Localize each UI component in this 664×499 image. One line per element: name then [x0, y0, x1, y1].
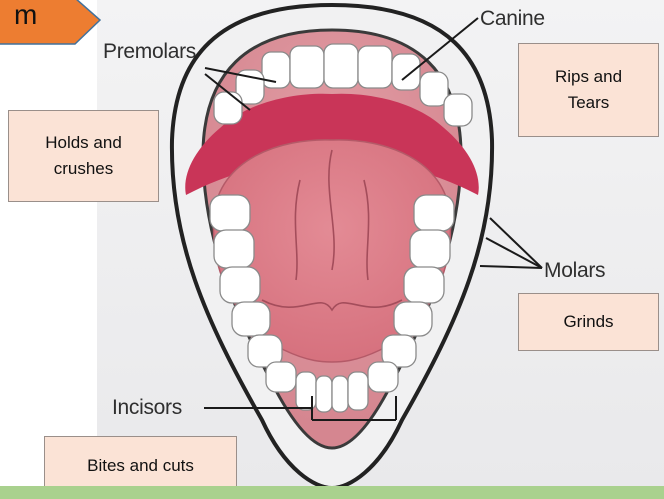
callout-bites-text: Bites and cuts — [87, 453, 194, 479]
footer-strip — [0, 486, 664, 499]
callout-grinds: Grinds — [518, 293, 659, 351]
callout-holds-text: Holds and crushes — [45, 130, 122, 182]
title-banner-text: m — [14, 0, 37, 30]
callout-holds-and-crushes: Holds and crushes — [8, 110, 159, 202]
callout-rips-text: Rips and Tears — [555, 64, 622, 116]
callout-rips-and-tears: Rips and Tears — [518, 43, 659, 137]
canine-label: Canine — [480, 7, 545, 30]
premolars-label: Premolars — [103, 40, 196, 63]
incisors-label: Incisors — [112, 396, 182, 419]
molars-label: Molars — [544, 259, 605, 282]
callout-grinds-text: Grinds — [563, 309, 613, 335]
